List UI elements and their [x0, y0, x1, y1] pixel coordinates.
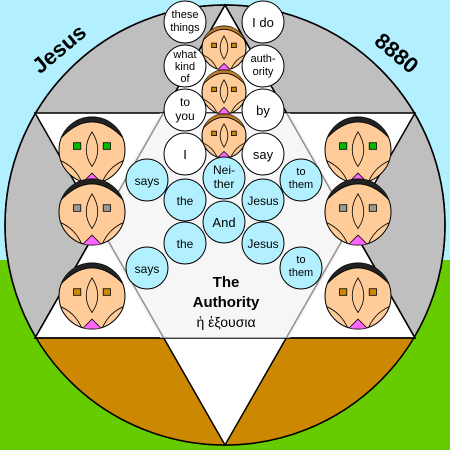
word-authority: auth-ority [250, 53, 275, 78]
right-face-1 [324, 116, 392, 184]
word-the-top: the [177, 194, 194, 208]
word-says-top: says [135, 174, 160, 188]
word-says-bottom: says [135, 262, 160, 276]
word-jesus-bottom: Jesus [247, 237, 278, 251]
center-face-3 [201, 113, 247, 159]
center-face-column [201, 25, 247, 159]
left-face-1 [58, 116, 126, 184]
center-face-2 [201, 69, 247, 115]
right-face-2 [324, 178, 392, 246]
right-word-column: I do auth-ority by say [241, 0, 285, 176]
word-i-do: I do [252, 15, 274, 30]
word-neither: Nei-ther [213, 163, 235, 191]
right-face-3 [324, 262, 392, 330]
right-face-column [324, 116, 392, 330]
left-face-2 [58, 178, 126, 246]
center-greek: ἡ ἐξουσια [196, 314, 255, 330]
word-the-bottom: the [177, 237, 194, 251]
word-say: say [253, 147, 274, 162]
word-jesus-top: Jesus [247, 194, 278, 208]
left-face-3 [58, 262, 126, 330]
word-by: by [256, 103, 270, 118]
center-face-1 [201, 25, 247, 71]
left-face-column [58, 116, 126, 330]
word-and: And [212, 215, 235, 230]
word-i: I [183, 147, 187, 162]
